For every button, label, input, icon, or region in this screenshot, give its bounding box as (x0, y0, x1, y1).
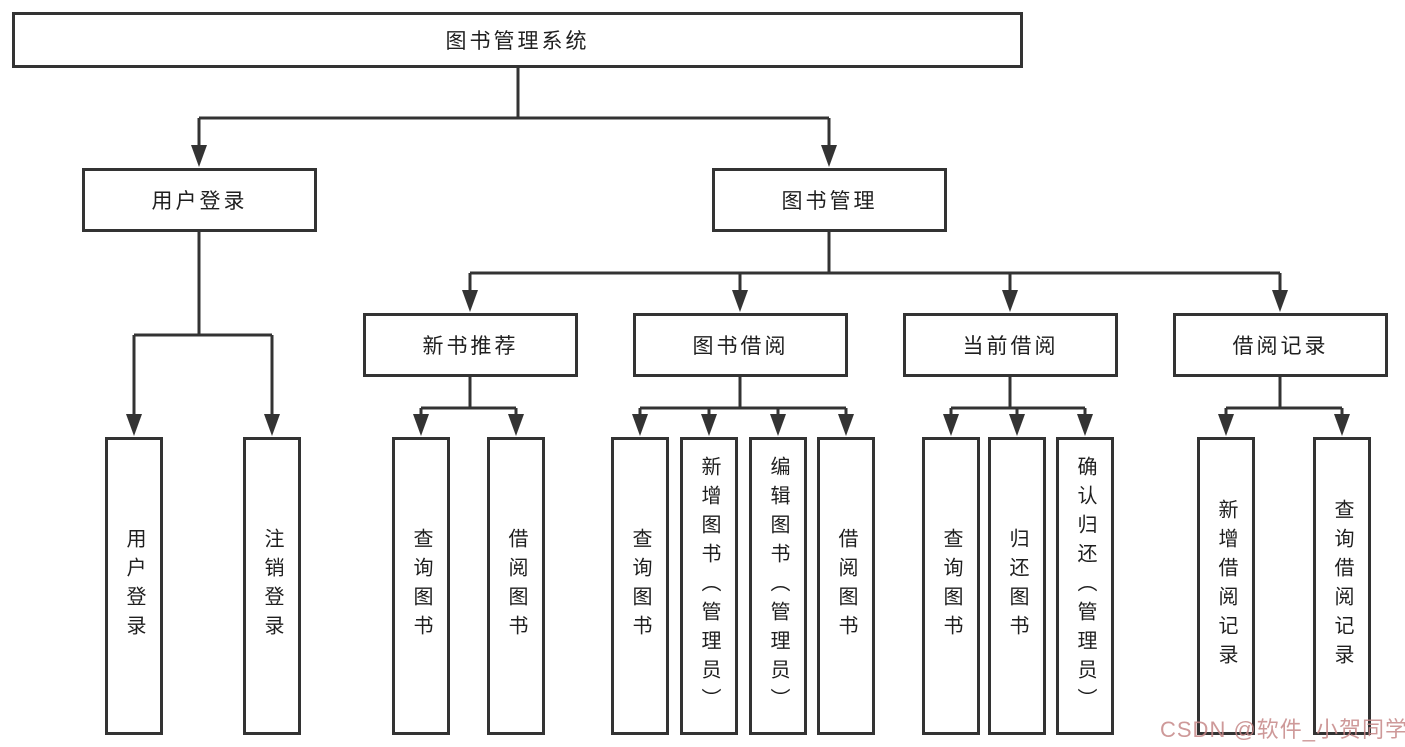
node-label: 图书管理系统 (445, 30, 590, 53)
leaf-user-login: 用户登录 (105, 437, 163, 735)
leaf-query-book-recommend: 查询图书 (392, 437, 450, 735)
leaf-return-book: 归还图书 (988, 437, 1046, 735)
leaf-borrow-book: 借阅图书 (817, 437, 875, 735)
leaf-label: 查询图书 (410, 528, 432, 644)
leaf-logout: 注销登录 (243, 437, 301, 735)
leaf-add-borrow-record: 新增借阅记录 (1197, 437, 1255, 735)
leaf-edit-book-admin: 编辑图书（管理员） (749, 437, 807, 735)
leaf-label: 新增借阅记录 (1215, 499, 1237, 673)
leaf-label: 查询图书 (940, 528, 962, 644)
leaf-label: 借阅图书 (835, 528, 857, 644)
node-new-book-recommend: 新书推荐 (363, 313, 578, 377)
node-label: 借阅记录 (1232, 335, 1329, 358)
node-borrow-record: 借阅记录 (1173, 313, 1388, 377)
leaf-query-book-borrow: 查询图书 (611, 437, 669, 735)
arrowheads (126, 145, 1350, 436)
node-label: 新书推荐 (422, 335, 519, 358)
csdn-watermark: CSDN @软件_小贺同学 (1160, 717, 1405, 742)
leaf-label: 注销登录 (261, 528, 283, 644)
node-label: 当前借阅 (962, 335, 1059, 358)
node-book-management: 图书管理 (712, 168, 947, 232)
leaf-label: 用户登录 (123, 528, 145, 644)
node-library-system: 图书管理系统 (12, 12, 1023, 68)
node-book-borrow: 图书借阅 (633, 313, 848, 377)
node-current-borrow: 当前借阅 (903, 313, 1118, 377)
leaf-label: 借阅图书 (505, 528, 527, 644)
leaf-label: 新增图书（管理员） (698, 455, 720, 717)
leaf-query-borrow-record: 查询借阅记录 (1313, 437, 1371, 735)
node-label: 用户登录 (151, 190, 248, 213)
node-label: 图书管理 (781, 190, 878, 213)
leaf-label: 确认归还（管理员） (1074, 455, 1096, 717)
leaf-add-book-admin: 新增图书（管理员） (680, 437, 738, 735)
leaf-label: 查询图书 (629, 528, 651, 644)
leaf-confirm-return-admin: 确认归还（管理员） (1056, 437, 1114, 735)
leaf-borrow-book-recommend: 借阅图书 (487, 437, 545, 735)
node-label: 图书借阅 (692, 335, 789, 358)
leaf-query-book-current: 查询图书 (922, 437, 980, 735)
node-user-login: 用户登录 (82, 168, 317, 232)
leaf-label: 编辑图书（管理员） (767, 455, 789, 717)
leaf-label: 归还图书 (1006, 528, 1028, 644)
leaf-label: 查询借阅记录 (1331, 499, 1353, 673)
